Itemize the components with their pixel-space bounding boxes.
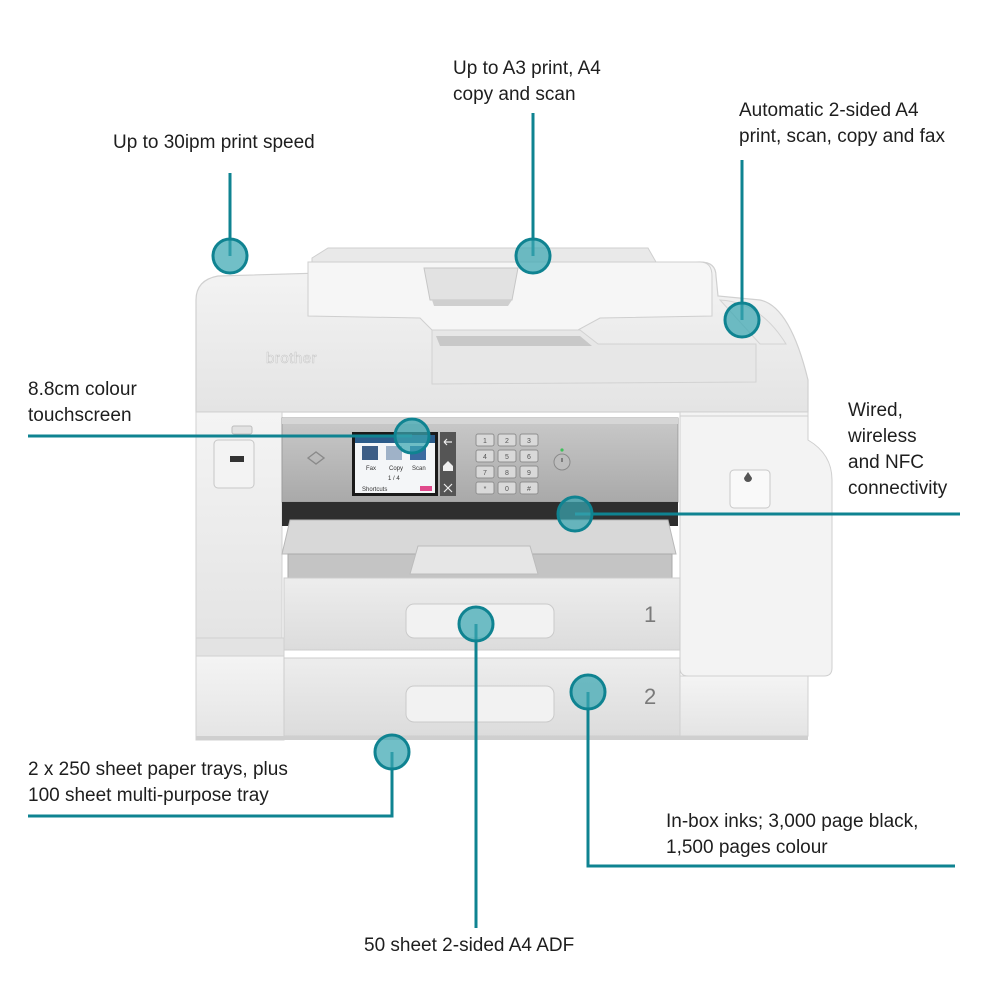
printer: brother Fax Copy Scan 1 / 4 S: [195, 247, 833, 741]
callout-touch-line1: 8.8cm colour: [28, 379, 137, 400]
keypad-key[interactable]: [475, 481, 495, 495]
brand-logo: brother: [266, 350, 317, 367]
callout-dot-adf: [457, 605, 495, 643]
keypad-key-label: *: [484, 486, 487, 493]
usb-port-door[interactable]: [213, 439, 255, 489]
callout-print-speed: Up to 30ipm print speed: [113, 132, 315, 153]
tray-1-number: 1: [644, 602, 656, 627]
callout-trays-line2: 100 sheet multi-purpose tray: [28, 785, 269, 806]
usb-port-icon: [230, 456, 244, 462]
ink-door-handle[interactable]: [729, 469, 771, 509]
keypad-key-label: 9: [527, 470, 531, 477]
callout-inks-line1: In-box inks; 3,000 page black,: [666, 811, 919, 832]
callout-duplex-line2: print, scan, copy and fax: [739, 126, 945, 147]
keypad[interactable]: 1 2 3 4 5 6 7 8 9 * 0 #: [475, 433, 539, 495]
tray-2-handle[interactable]: [405, 685, 555, 723]
callout-trays-line1: 2 x 250 sheet paper trays, plus: [28, 759, 288, 780]
callout-touch-line2: touchscreen: [28, 405, 132, 426]
keypad-key[interactable]: [475, 433, 495, 447]
callout-dot-touchscreen: [393, 417, 431, 455]
svg-text:Scan: Scan: [412, 466, 426, 472]
keypad-key-label: 8: [505, 470, 509, 477]
back-icon[interactable]: [443, 438, 452, 446]
keypad-key[interactable]: [497, 465, 517, 479]
callout-conn-line3: and NFC: [848, 452, 925, 473]
keypad-key[interactable]: [497, 449, 517, 463]
tray-2-number: 2: [644, 684, 656, 709]
keypad-key-label: 1: [483, 438, 487, 445]
callout-lines: [28, 113, 960, 928]
cancel-icon[interactable]: [443, 483, 453, 493]
keypad-key-label: 7: [483, 470, 487, 477]
callout-conn-line1: Wired,: [848, 400, 903, 421]
home-icon[interactable]: [443, 461, 453, 471]
keypad-key-label: 4: [483, 454, 487, 461]
output-tray-extension[interactable]: [409, 545, 539, 575]
callout-dot-duplex: [723, 301, 761, 339]
keypad-key[interactable]: [497, 433, 517, 447]
callout-adf: 50 sheet 2-sided A4 ADF: [364, 935, 575, 956]
keypad-key[interactable]: [475, 449, 495, 463]
keypad-key[interactable]: [519, 433, 539, 447]
keypad-key-label: 5: [505, 454, 509, 461]
callout-dot-inks: [569, 673, 607, 711]
callout-a3-line1: Up to A3 print, A4: [453, 58, 601, 79]
keypad-key[interactable]: [519, 465, 539, 479]
callout-conn-line4: connectivity: [848, 478, 948, 499]
callout-conn-line2: wireless: [848, 426, 917, 447]
callout-dot-a3: [514, 237, 552, 275]
keypad-key-label: 2: [505, 438, 509, 445]
wifi-direct-icon: [231, 425, 253, 435]
svg-text:1 / 4: 1 / 4: [388, 476, 400, 482]
keypad-key[interactable]: [519, 481, 539, 495]
callout-dot-trays: [373, 733, 411, 771]
power-led: [560, 448, 564, 452]
callout-dot-connectivity: [556, 495, 594, 533]
svg-text:Copy: Copy: [389, 466, 403, 472]
callout-duplex-line1: Automatic 2-sided A4: [739, 100, 919, 121]
callout-line-inks: [586, 692, 955, 868]
callout-dots: [211, 237, 761, 771]
nfc-icon: [306, 451, 326, 465]
svg-text:Shortcuts: Shortcuts: [362, 487, 387, 493]
keypad-key-label: 6: [527, 454, 531, 461]
keypad-key-label: 3: [527, 438, 531, 445]
svg-text:Fax: Fax: [366, 466, 376, 472]
callout-dot-print-speed: [211, 237, 249, 275]
keypad-key-label: #: [527, 486, 531, 493]
keypad-key[interactable]: [475, 465, 495, 479]
callout-inks-line2: 1,500 pages colour: [666, 837, 828, 858]
ink-drop-icon: [744, 472, 752, 482]
keypad-key-label: 0: [505, 486, 509, 493]
keypad-key[interactable]: [497, 481, 517, 495]
callout-line-trays: [28, 752, 394, 818]
keypad-key[interactable]: [519, 449, 539, 463]
callout-a3-line2: copy and scan: [453, 84, 576, 105]
